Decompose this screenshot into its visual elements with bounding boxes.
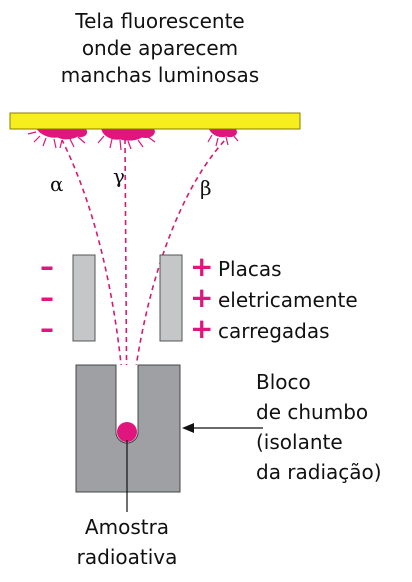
plates-label-line-1: Placas bbox=[218, 257, 282, 281]
positive-sign-3: + bbox=[190, 312, 214, 345]
fluorescent-screen bbox=[9, 112, 301, 130]
plates-label-line-2: eletricamente bbox=[218, 288, 358, 312]
positive-plate bbox=[159, 254, 183, 342]
gamma-label: γ bbox=[113, 164, 125, 188]
sample-label-line-1: Amostra bbox=[84, 515, 170, 539]
luminous-spot-alpha bbox=[27, 129, 87, 149]
screen-title-line-2: onde aparecem bbox=[81, 36, 239, 60]
positive-sign-2: + bbox=[190, 281, 214, 314]
sample-label: Amostra radioativa bbox=[62, 512, 192, 572]
screen-title: Tela fluorescente onde aparecem manchas … bbox=[40, 8, 280, 89]
negative-plate bbox=[72, 254, 96, 342]
block-label-line-4: da radiação) bbox=[256, 460, 382, 484]
radioactive-sample bbox=[117, 422, 137, 442]
plates-label: Placas eletricamente carregadas bbox=[218, 254, 358, 347]
alpha-label: α bbox=[50, 172, 64, 196]
screen-title-line-3: manchas luminosas bbox=[60, 63, 260, 87]
block-pointer-arrowhead bbox=[182, 423, 194, 433]
beta-label: β bbox=[200, 176, 212, 200]
negative-sign-1: – bbox=[40, 250, 54, 283]
block-label-line-3: (isolante bbox=[256, 430, 343, 454]
screen-title-line-1: Tela fluorescente bbox=[75, 9, 245, 33]
block-label-line-1: Bloco bbox=[256, 370, 311, 394]
negative-sign-3: – bbox=[40, 312, 54, 345]
negative-sign-2: – bbox=[40, 281, 54, 314]
block-label-line-2: de chumbo bbox=[256, 400, 369, 424]
luminous-spot-beta bbox=[207, 129, 239, 147]
sample-label-line-2: radioativa bbox=[76, 545, 178, 569]
beta-ray-path bbox=[128, 139, 226, 433]
block-label: Bloco de chumbo (isolante da radiação) bbox=[256, 367, 382, 487]
luminous-spot-gamma bbox=[97, 129, 156, 151]
positive-sign-1: + bbox=[190, 250, 214, 283]
plates-label-line-3: carregadas bbox=[218, 319, 330, 343]
